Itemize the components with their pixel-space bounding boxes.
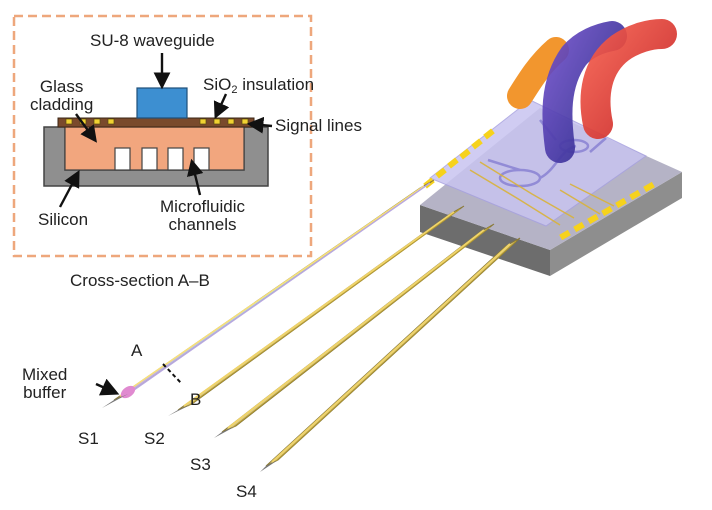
label-cut-a: A	[131, 341, 143, 360]
tube-red	[580, 19, 677, 139]
shank-s3	[214, 223, 495, 438]
label-sio2-prefix: SiO	[203, 75, 232, 94]
inset-cross-section	[12, 14, 313, 258]
inset-border	[12, 14, 313, 258]
inset-caption: Cross-section A–B	[70, 271, 210, 290]
label-cut-b: B	[190, 390, 202, 409]
label-silicon: Silicon	[38, 210, 89, 229]
label-sio2-insulation: SiO2 insulation	[203, 76, 314, 97]
arrow-silicon	[58, 170, 80, 208]
tube-orange	[507, 37, 569, 109]
label-glass-line2: cladding	[30, 94, 94, 114]
mixed-buffer-spot	[120, 385, 136, 399]
shank-s2	[168, 205, 465, 416]
shank-s4	[260, 237, 521, 472]
label-sio2-subscript: 2	[231, 84, 238, 96]
label-shank-s2: S2	[144, 429, 165, 448]
label-signal-lines: Signal lines	[275, 116, 362, 135]
microfluidic-channels	[114, 147, 210, 171]
sio2-insulation-layer	[57, 117, 255, 128]
inset-leader-arrows	[58, 53, 273, 208]
label-mixed-line1: Mixed	[22, 365, 68, 384]
arrow-glass	[75, 113, 97, 143]
label-shank-s4: S4	[236, 482, 257, 501]
label-mixed-buffer: Mixed buffer	[22, 366, 67, 402]
contact-pads-left	[423, 128, 495, 189]
label-shank-s3: S3	[190, 455, 211, 474]
fluid-tubes	[507, 19, 677, 163]
su8-waveguide	[136, 87, 188, 119]
arrow-signal	[246, 116, 273, 134]
tube-blue	[542, 21, 627, 163]
label-waveguide: SU-8 waveguide	[90, 31, 215, 50]
arrow-micro	[187, 158, 204, 196]
shank-s1	[102, 179, 435, 408]
arrow-sio2	[213, 93, 230, 120]
body-side-front	[420, 205, 550, 276]
label-glass-line1: Glass	[39, 77, 84, 96]
label-glass-cladding: Glass cladding	[30, 78, 93, 114]
body-side-right	[550, 172, 682, 276]
label-micro-line2: channels	[168, 214, 237, 234]
probe-shanks	[95, 179, 521, 472]
label-shank-s1: S1	[78, 429, 99, 448]
label-microfluidic-channels: Microfluidic channels	[160, 198, 245, 234]
body-traces	[469, 161, 615, 226]
label-sio2-suffix: insulation	[237, 75, 315, 94]
arrow-mixed-buffer	[95, 378, 120, 396]
label-mixed-line2: buffer	[23, 382, 67, 402]
label-micro-line1: Microfluidic	[160, 197, 246, 216]
cut-line-a-b	[162, 363, 183, 385]
contact-pads-right	[559, 181, 655, 241]
